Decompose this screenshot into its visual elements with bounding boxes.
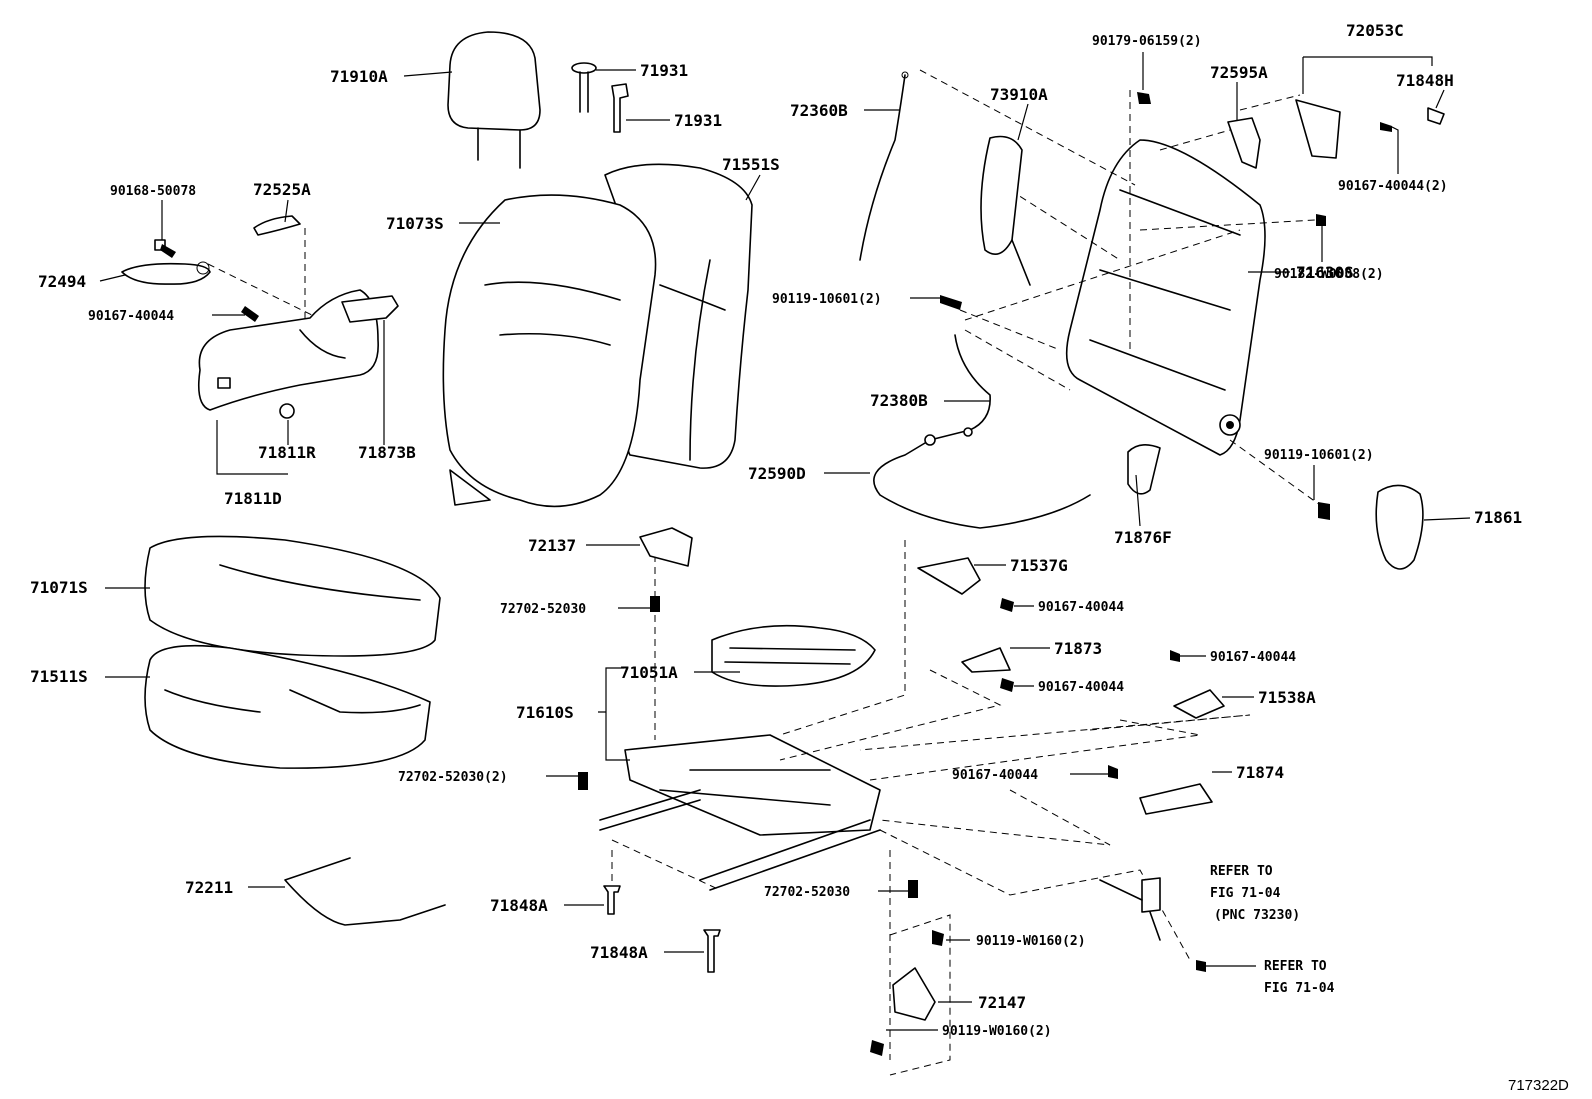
cover-71861: [1375, 484, 1424, 570]
label-90119-W0160-b: 90119-W0160(2): [942, 1024, 1052, 1039]
bolt-72702-b: [578, 772, 588, 790]
label-90119-10601-a: 90119-10601(2): [772, 292, 882, 307]
label-71537G: 71537G: [1010, 556, 1068, 575]
label-90167-40044-c: 90167-40044: [1038, 600, 1124, 615]
label-72147: 72147: [978, 993, 1026, 1012]
bolt-90119-10601: [940, 295, 962, 310]
seat-cushion-cover-71071S: [144, 535, 441, 657]
bracket-72595A: [1227, 117, 1261, 169]
label-72525A: 72525A: [253, 180, 311, 199]
label-pnc-73230: (PNC 73230): [1214, 908, 1300, 923]
buckle-73230: [1099, 877, 1206, 972]
label-71861: 71861: [1474, 508, 1522, 527]
label-90119-W0160-a: 90119-W0160(2): [976, 934, 1086, 949]
headrest-guide-71931: [571, 62, 629, 133]
seat-cushion-pad-71511S: [144, 644, 431, 769]
cover-71876F: [1127, 444, 1161, 495]
label-71876F: 71876F: [1114, 528, 1172, 547]
label-90167-40044-a: 90167-40044: [88, 309, 174, 324]
bolt-90119-w0160: [870, 930, 944, 1056]
leader-lines: [99, 52, 1471, 1031]
bolt-90182: [1316, 214, 1326, 226]
cable-72360B: [859, 71, 909, 261]
label-71071S: 71071S: [30, 578, 88, 597]
label-71073S: 71073S: [386, 214, 444, 233]
label-71848A-a: 71848A: [490, 896, 548, 915]
label-72211: 72211: [185, 878, 233, 897]
label-refer-to-2: REFER TO: [1264, 959, 1327, 974]
label-72053C: 72053C: [1346, 21, 1404, 40]
bolt-71848A-b: [703, 929, 721, 973]
label-90167-40044-e: 90167-40044: [1210, 650, 1296, 665]
label-71551S: 71551S: [722, 155, 780, 174]
label-72494: 72494: [38, 272, 86, 291]
headrest-71910A: [447, 31, 541, 169]
seatback-cover-71073S: [442, 194, 657, 508]
bracket-71874: [1139, 783, 1213, 815]
label-71931-bottom: 71931: [674, 111, 722, 130]
label-90167-40044-b: 90167-40044(2): [1338, 179, 1448, 194]
airbag-73910A: [980, 135, 1031, 286]
label-72590D: 72590D: [748, 464, 806, 483]
bolt-90168: [154, 239, 176, 258]
label-72137: 72137: [528, 536, 576, 555]
label-90119-10601-b: 90119-10601(2): [1264, 448, 1374, 463]
part-labels: 71910A 71931 71931 71551S 71073S 90168-5…: [30, 21, 1569, 1094]
label-73910A: 73910A: [990, 85, 1048, 104]
label-90179-06159: 90179-06159(2): [1092, 34, 1202, 49]
label-refer-to-1: REFER TO: [1210, 864, 1273, 879]
bolt-72702-c: [908, 880, 918, 898]
wire-72211: [284, 857, 446, 926]
label-71848A-b: 71848A: [590, 943, 648, 962]
label-71873: 71873: [1054, 639, 1102, 658]
diagram-id: 717322D: [1508, 1077, 1569, 1094]
label-72702-52030-b: 72702-52030(2): [398, 770, 508, 785]
bracket-71873B: [341, 295, 399, 323]
seat-frame-71610S: [599, 734, 881, 891]
label-71874: 71874: [1236, 763, 1284, 782]
label-71910A: 71910A: [330, 67, 388, 86]
bolt-71848A-a: [603, 885, 621, 915]
trim-lower-72494: [121, 261, 211, 285]
label-71811R: 71811R: [258, 443, 316, 462]
bolt-90119-10601-b: [1318, 502, 1330, 520]
label-90182-W0008: 90182-W0008(2): [1274, 267, 1384, 282]
bracket-72053C: [1295, 99, 1445, 159]
bolt-90179: [1137, 92, 1151, 104]
label-fig-71-04-2: FIG 71-04: [1264, 981, 1335, 996]
label-71630S-main: 71630S: [1296, 263, 1354, 282]
bracket-72147: [892, 967, 936, 1021]
label-71511S: 71511S: [30, 667, 88, 686]
bracket-72137: [639, 527, 693, 567]
label-71848H: 71848H: [1396, 71, 1454, 90]
bracket-71538A: [1173, 689, 1225, 719]
label-72360B: 72360B: [790, 101, 848, 120]
bracket-71537G: [917, 557, 981, 595]
label-72702-52030-c: 72702-52030: [764, 885, 850, 900]
label-72595A: 72595A: [1210, 63, 1268, 82]
label-90167-40044-f: 90167-40044: [952, 768, 1038, 783]
label-71051A: 71051A: [620, 663, 678, 682]
bolt-72702-a: [650, 596, 660, 612]
label-71811D: 71811D: [224, 489, 282, 508]
label-90167-40044-d: 90167-40044: [1038, 680, 1124, 695]
label-fig-71-04-1: FIG 71-04: [1210, 886, 1281, 901]
bracket-71873: [961, 647, 1011, 673]
spring-71051A: [711, 624, 876, 687]
bolt-90167-c: [1000, 598, 1180, 779]
label-71931-top: 71931: [640, 61, 688, 80]
assembly-dashed-lines: [207, 69, 1321, 1076]
shield-71811D: [197, 289, 379, 419]
seatback-frame-71630S: [1065, 139, 1266, 456]
cover-72525A: [253, 215, 301, 236]
label-72380B: 72380B: [870, 391, 928, 410]
label-71873B: 71873B: [358, 443, 416, 462]
label-90168-50078: 90168-50078: [110, 184, 196, 199]
label-71610S: 71610S: [516, 703, 574, 722]
cable-72380B-72590D: [873, 334, 1091, 529]
label-71538A: 71538A: [1258, 688, 1316, 707]
label-72702-52030-a: 72702-52030: [500, 602, 586, 617]
